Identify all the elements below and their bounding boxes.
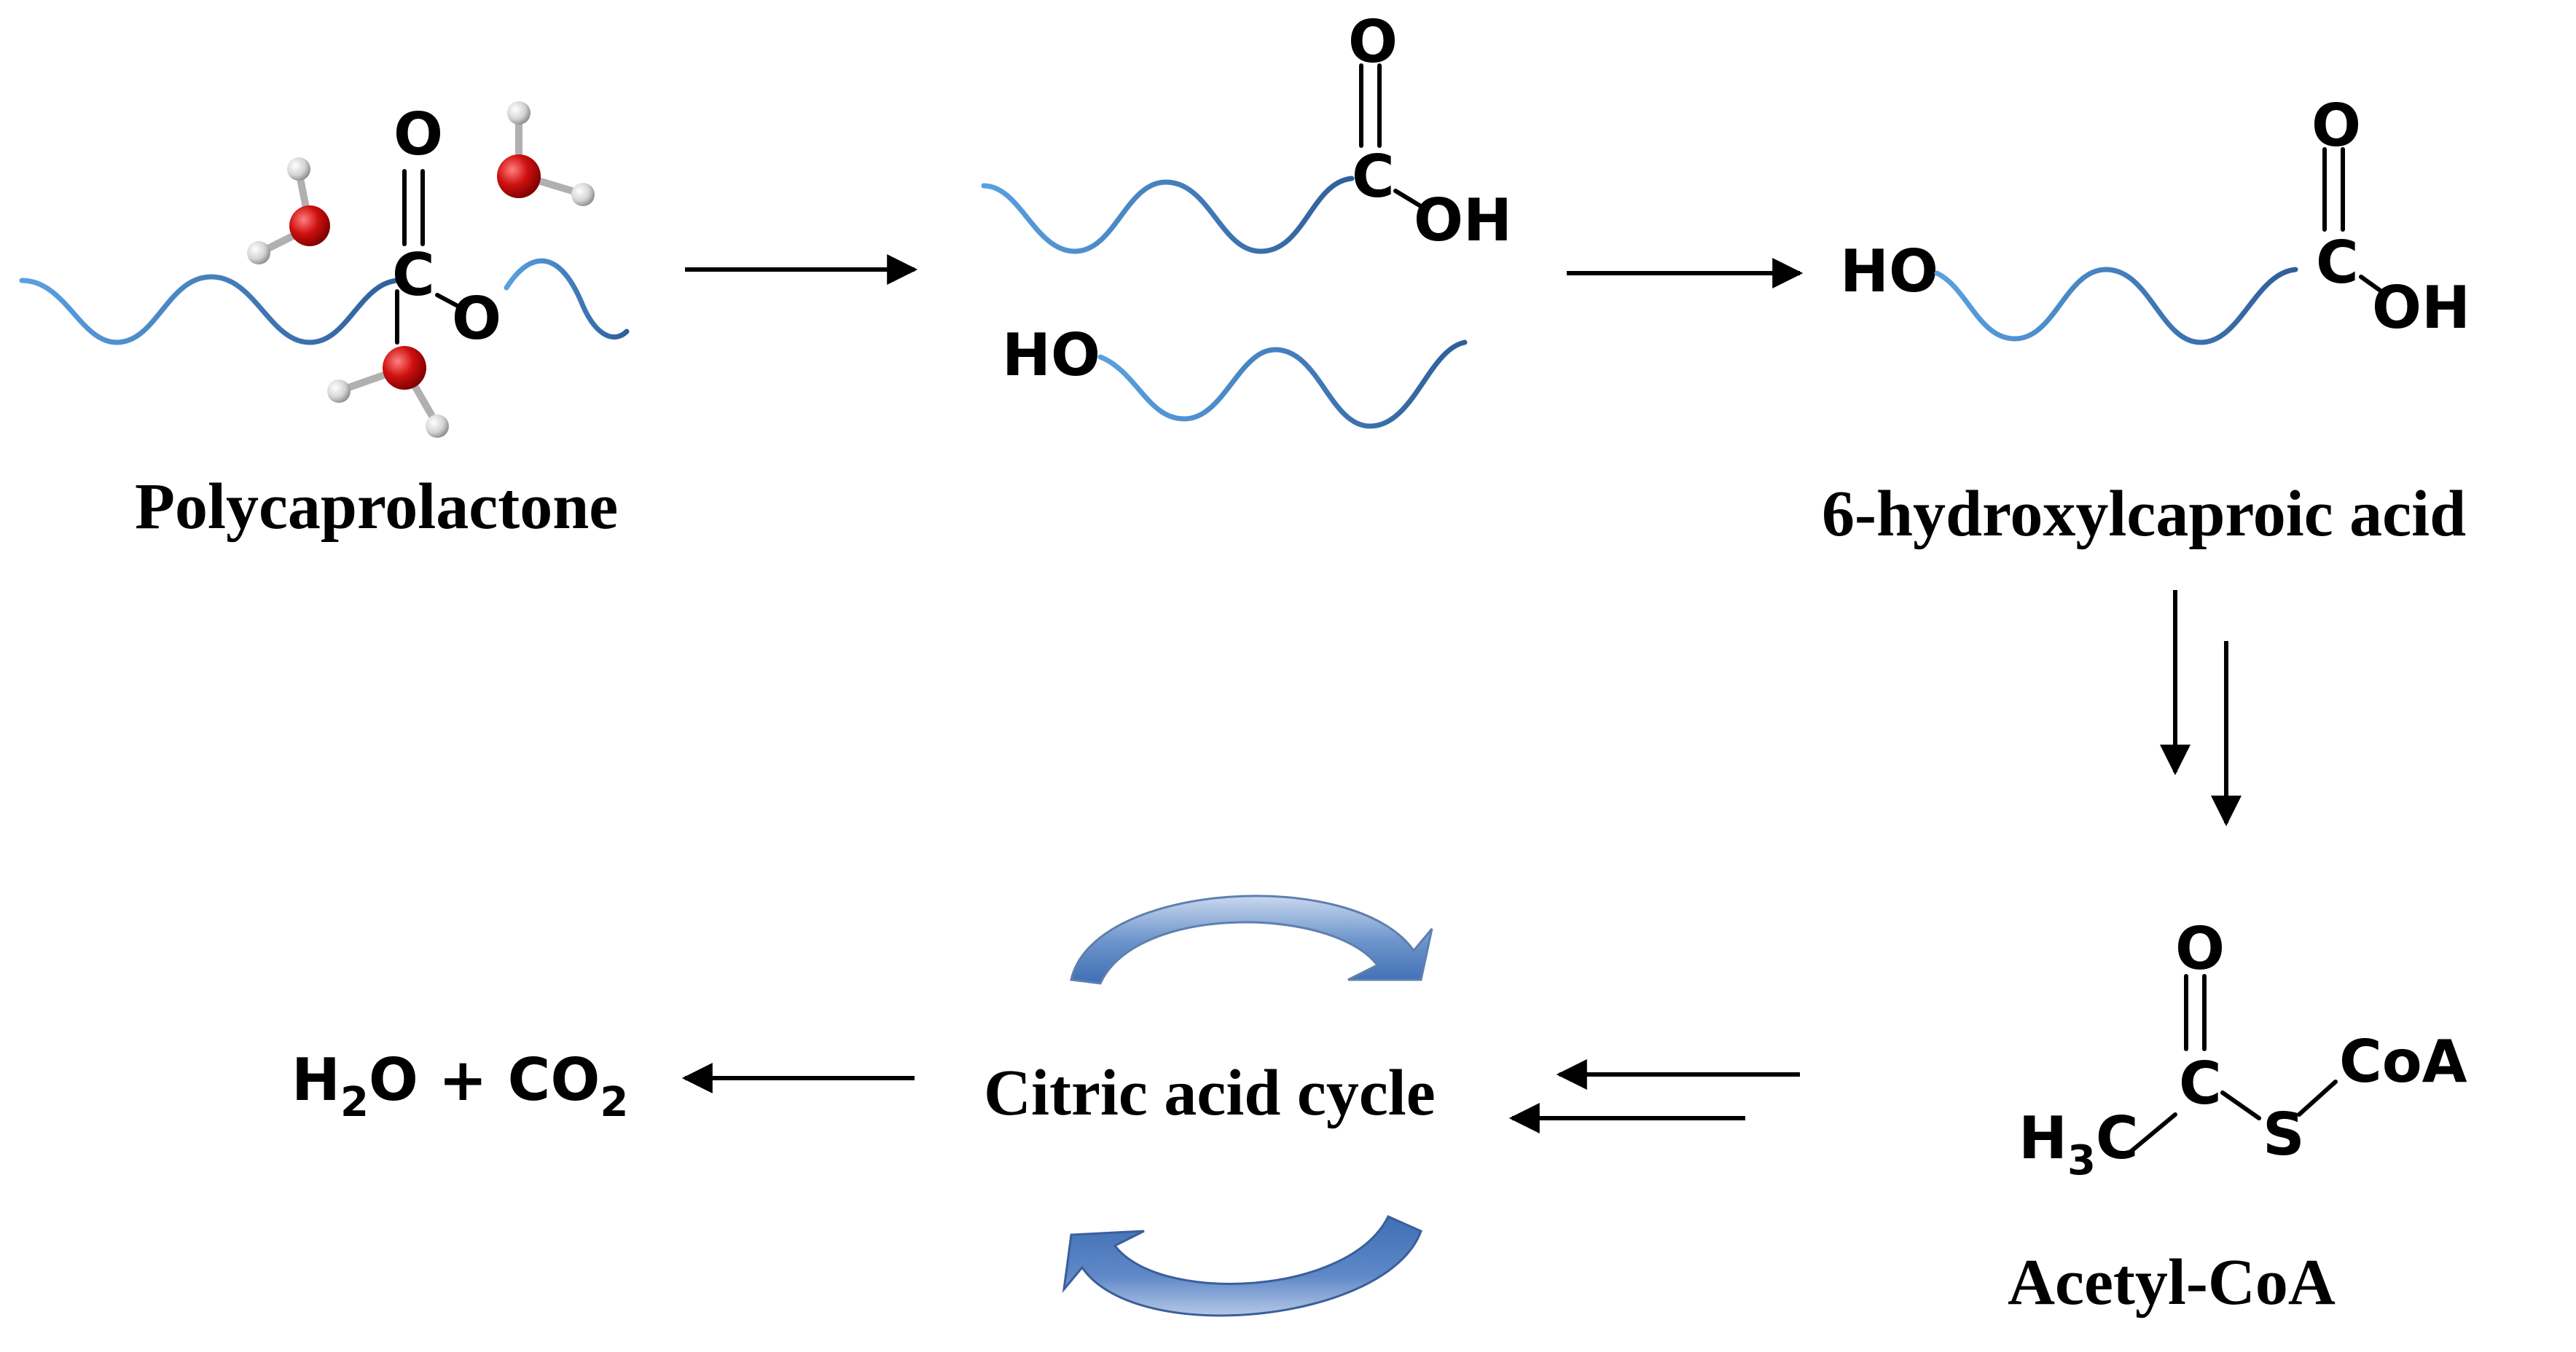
polycaprolactone-molecule: O C O [19,101,630,353]
cycle-arrow-bottom-icon [1062,1215,1422,1317]
acoa-bond-c-s [2220,1090,2261,1120]
pcl-carbonyl-o: O [394,101,443,168]
pcl-carbon: C [392,241,435,309]
pcl-ester-o: O [452,285,501,353]
water-oxygen-icon [289,205,330,246]
acoa-carbonyl-o: O [2175,915,2225,983]
hca-carbon: C [2316,229,2359,296]
water-molecule-1 [247,157,330,264]
acoa-sulfur: S [2263,1101,2305,1168]
fragment-ho: HO [1002,321,1100,389]
acoa-carbon: C [2179,1050,2222,1117]
water-hydrogen-icon [327,380,351,403]
water-oxygen-icon [383,346,426,390]
water-oxygen-icon [497,154,541,198]
hydroxycaproic-acid-molecule: HO O C OH [1840,92,2470,345]
label-polycaprolactone: Polycaprolactone [135,471,618,543]
fragment-chain-alcohol [1097,339,1468,429]
pcl-bond-c-o [435,293,460,308]
hca-oh: OH [2372,274,2470,342]
hca-carbonyl-o: O [2311,92,2361,160]
hca-chain [1934,267,2298,345]
acoa-coa: CoA [2339,1028,2467,1096]
fragment-chain-acid [981,176,1355,254]
alcohol-fragment: HO [1002,321,1468,429]
water-molecule-3 [327,346,449,438]
label-acetyl-coa: Acetyl-CoA [2008,1246,2336,1318]
water-hydrogen-icon [507,101,531,125]
label-citric-acid-cycle: Citric acid cycle [984,1057,1436,1129]
water-hydrogen-icon [287,157,310,181]
pcl-chain-right [504,258,630,340]
acoa-bond-s-coa [2297,1080,2338,1117]
water-hydrogen-icon [571,183,595,206]
acoa-bond-ch3-c [2129,1112,2177,1153]
label-hydroxycaproic-acid: 6-hydroxylcaproic acid [1822,478,2466,550]
water-hydrogen-icon [426,414,449,438]
carboxylic-acid-fragment: O C OH [981,8,1512,254]
fragment-oh: OH [1414,186,1512,254]
water-hydrogen-icon [247,241,270,264]
fragment-carbonyl-o: O [1348,8,1398,76]
final-products: H2O + CO2 [291,1046,628,1126]
hca-bond-c-oh [2359,275,2384,294]
acetyl-coa-molecule: O C S CoA H3C [2019,915,2467,1184]
fragment-bond-c-oh [1393,189,1422,208]
acoa-methyl: H3C [2019,1104,2139,1184]
hca-ho: HO [1840,237,1938,305]
cycle-arrow-top-icon [1070,895,1433,985]
water-molecule-2 [497,101,595,206]
fragment-carbon: C [1352,143,1395,211]
pcl-chain-left [19,274,407,345]
